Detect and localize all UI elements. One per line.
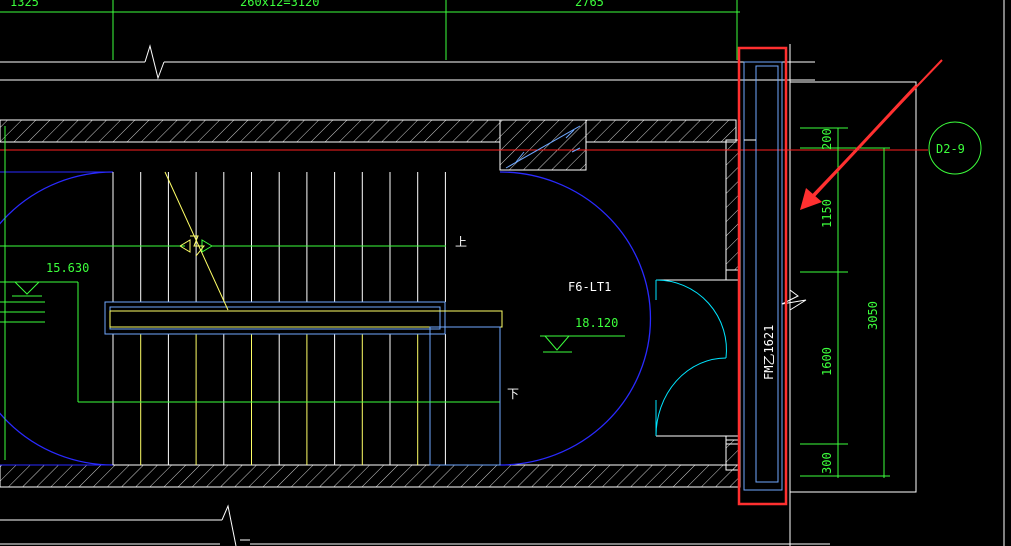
highlight-box[interactable] xyxy=(737,46,788,506)
dim-top-left: 1325 xyxy=(10,0,39,9)
outer-frame xyxy=(789,0,1005,546)
stair-down-label: 下 xyxy=(507,387,519,401)
right-dimension-chain: 200 1150 1600 300 3050 xyxy=(800,127,890,478)
axis-bubble[interactable]: D2-9 xyxy=(928,121,982,175)
door-label: FM乙1621 xyxy=(762,325,776,380)
break-line-right xyxy=(781,289,807,311)
dim-top-right: 2765 xyxy=(575,0,604,9)
dim-right-a: 200 xyxy=(820,128,834,150)
dim-right-b: 1150 xyxy=(820,199,834,228)
stair-treads xyxy=(112,172,446,465)
walls xyxy=(0,119,741,488)
annotation-arrow xyxy=(800,59,943,210)
axis-label: D2-9 xyxy=(936,142,965,156)
level-landing: 18.120 xyxy=(575,316,618,330)
level-guides: 15.630 18.120 xyxy=(0,126,625,460)
stair-cut-line xyxy=(164,171,229,311)
structural-column xyxy=(505,125,581,169)
top-dimension-chain: 1325 260x12=3120 2765 xyxy=(0,0,740,60)
door-frame: FM乙1621 xyxy=(725,61,783,491)
break-line-bottom xyxy=(0,504,830,546)
dim-right-d: 300 xyxy=(820,452,834,474)
stair-up-label: 上 xyxy=(455,235,467,249)
handrail xyxy=(104,301,503,466)
double-door[interactable] xyxy=(655,279,727,437)
level-left: 15.630 xyxy=(46,261,89,275)
dim-right-total: 3050 xyxy=(866,301,880,330)
break-line-top xyxy=(0,44,815,81)
dim-top-mid: 260x12=3120 xyxy=(240,0,319,9)
stair-well-arcs xyxy=(0,171,652,466)
room-label: F6-LT1 xyxy=(568,280,611,294)
dim-right-c: 1600 xyxy=(820,347,834,376)
